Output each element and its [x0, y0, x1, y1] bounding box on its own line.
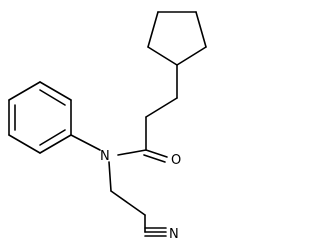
aromatic-inner-bond — [39, 129, 66, 146]
carbonyl-double-bond — [145, 149, 168, 158]
ring-bond — [39, 81, 72, 101]
chain-bond — [110, 190, 146, 216]
ring-bond — [8, 134, 41, 154]
chain-bond — [108, 161, 112, 192]
alkyl-chain — [145, 64, 178, 151]
ring-bond — [147, 11, 159, 48]
molecule-drawing: O N N — [8, 11, 207, 242]
ring-bond — [39, 134, 72, 154]
oxygen-label: O — [171, 153, 181, 168]
ring-bond — [176, 46, 207, 66]
ring-bond — [195, 11, 207, 48]
nitrogen-to-phenyl-bond — [70, 134, 101, 151]
cyclopentyl-ring — [147, 11, 207, 66]
cyanoethyl-chain — [108, 161, 167, 237]
structure-diagram: O N N — [8, 11, 207, 242]
ring-bond — [147, 46, 178, 66]
aromatic-inner-bond — [39, 89, 66, 106]
ring-bond — [8, 81, 41, 101]
nitrogen-label: N — [100, 149, 110, 164]
chain-bond — [145, 97, 178, 118]
nitrile-nitrogen-label: N — [169, 227, 179, 242]
carbonyl-group — [117, 149, 168, 163]
carbonyl-to-nitrogen-bond — [117, 149, 147, 156]
carbonyl-double-bond — [143, 154, 166, 163]
phenyl-ring — [8, 81, 101, 154]
